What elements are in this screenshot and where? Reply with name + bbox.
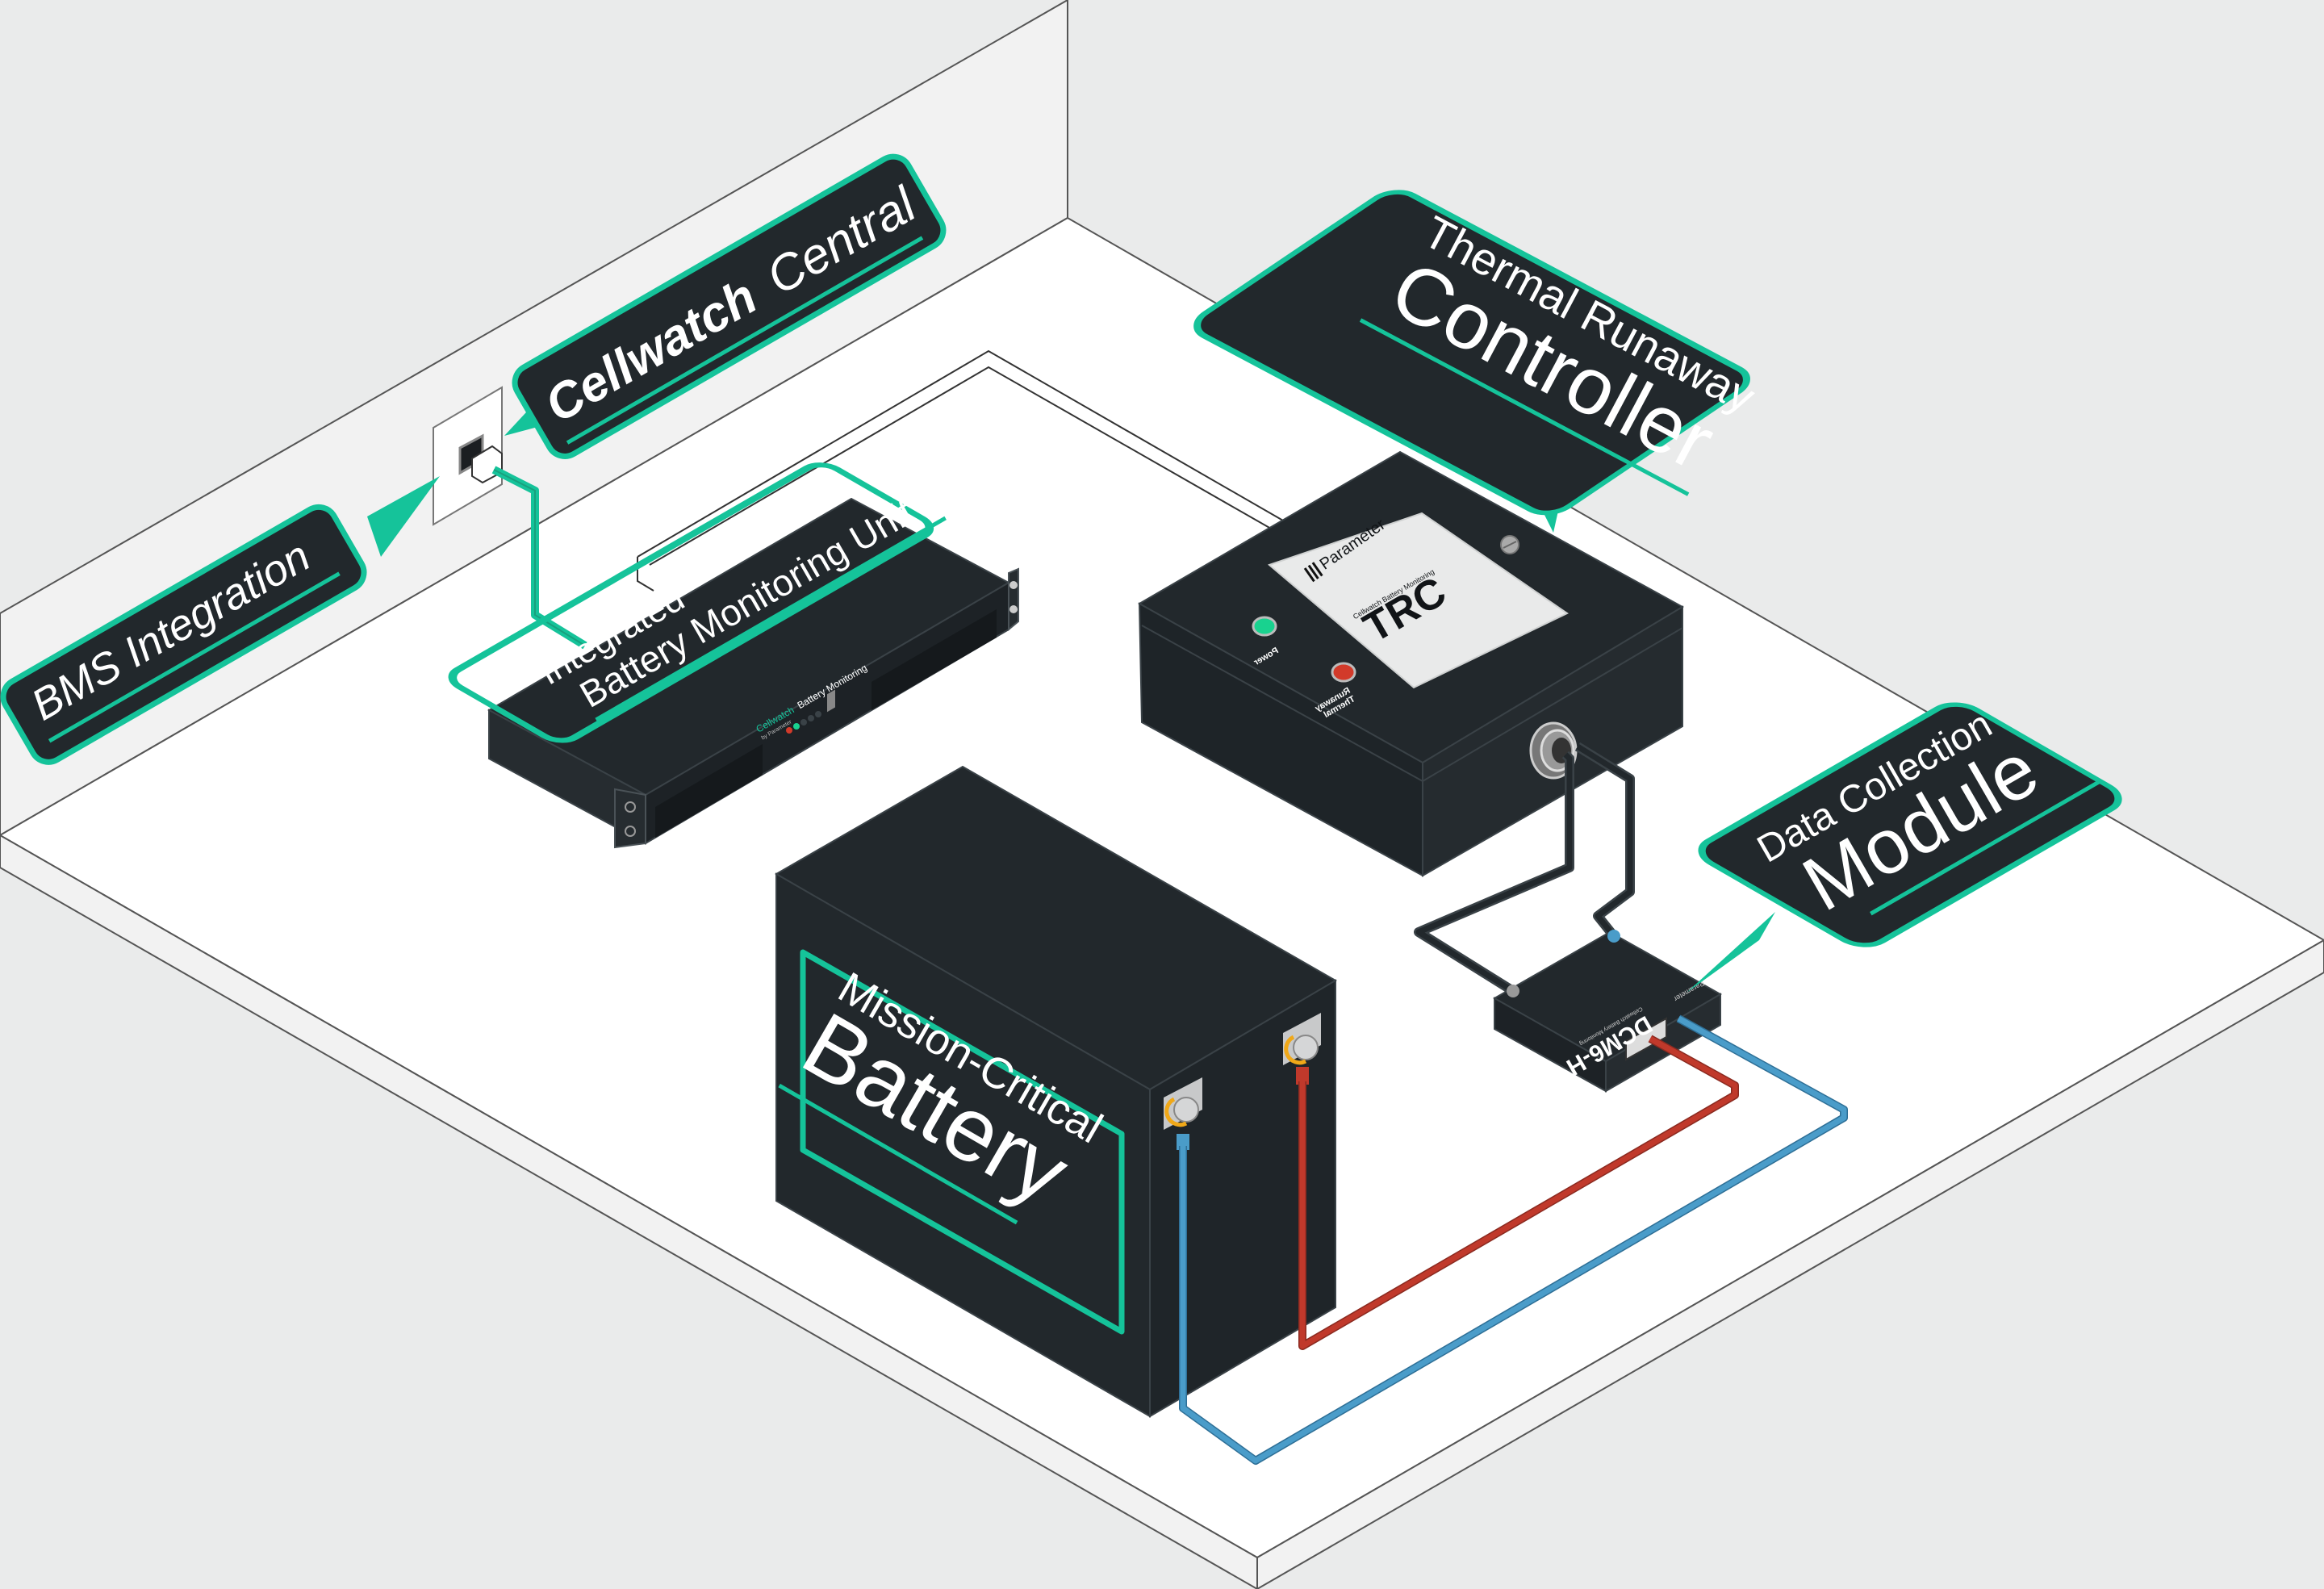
mission-critical-battery: Mission-Critical Battery <box>774 765 1337 1418</box>
power-cables <box>1179 1014 1848 1465</box>
power-led <box>1252 616 1277 637</box>
trc-label-plate <box>1268 512 1569 689</box>
thermal-runaway-controller-box: Parameter Cellwatch Battery Monitoring T… <box>1137 450 1685 877</box>
vent-right <box>872 609 997 710</box>
positive-terminal <box>1283 1013 1321 1085</box>
usb-ports-icon <box>827 689 835 713</box>
battery-monitoring-rack-unit: Cellwatch Battery Monitoring by Paramete… <box>448 462 1019 849</box>
thermal-runaway-led <box>1331 662 1356 683</box>
floor-edge-left <box>0 834 1258 1589</box>
vent-left <box>655 744 763 838</box>
rack-leds <box>786 711 821 734</box>
trc-to-dcm-cables <box>1414 742 1635 996</box>
parameter-logo-icon <box>1303 562 1323 583</box>
dcm-connector <box>1625 1017 1667 1061</box>
ethernet-cable <box>491 466 587 650</box>
floor-edge-right <box>1256 939 2324 1589</box>
ethernet-wall-jack <box>433 386 503 526</box>
negative-terminal <box>1164 1077 1202 1150</box>
